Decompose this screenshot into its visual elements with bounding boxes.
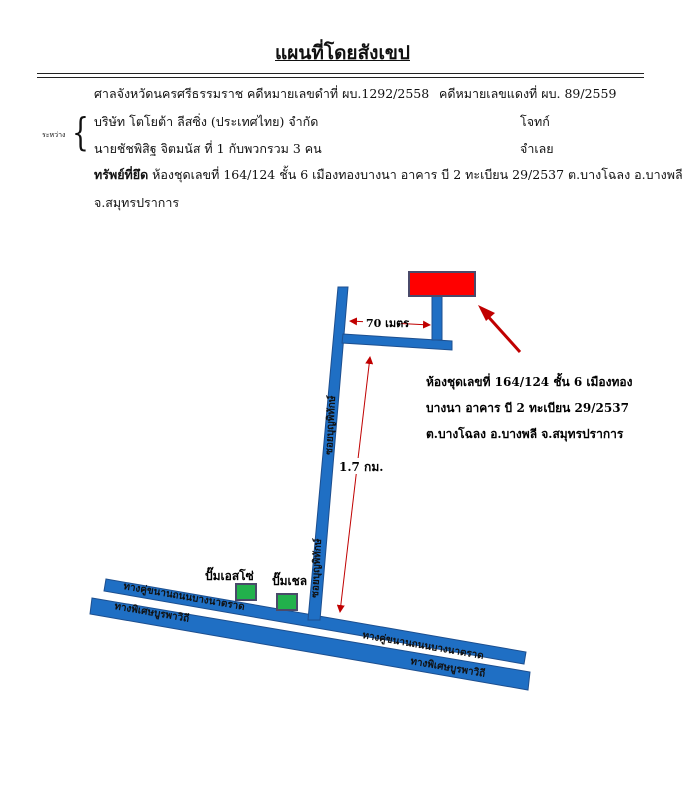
property-description: ห้องชุดเลขที่ 164/124 ชั้น 6 เมืองทองบาง…: [148, 167, 683, 182]
plaintiff-name: บริษัท โตโยต้า ลีสซิ่ง (ประเทศไทย) จำกัด: [94, 114, 319, 129]
header-rule-top: [37, 73, 644, 74]
callout-line-2: บางนา อาคาร บี 2 ทะเบียน 29/2537: [426, 401, 629, 415]
callout-line-1: ห้องชุดเลขที่ 164/124 ชั้น 6 เมืองทอง: [426, 372, 633, 390]
soi-label-lower: ซอยบุญพิทักษ์: [309, 538, 324, 598]
black-case-number: คดีหมายเลขดำที่ ผบ.1292/2558: [247, 86, 430, 101]
defendant-role: จำเลย: [520, 141, 554, 156]
page-title: แผนที่โดยสังเขป: [275, 42, 410, 64]
long-distance-arrow: [336, 356, 374, 613]
header-rule-bottom: [37, 77, 644, 78]
callout-arrow: [482, 310, 522, 354]
property-line-1: ทรัพย์ที่ยึด ห้องชุดเลขที่ 164/124 ชั้น …: [94, 165, 683, 185]
expressway-road: [89, 597, 531, 691]
brace-icon: {: [72, 110, 89, 154]
callout-arrow-head-icon: [478, 305, 495, 321]
between-label: ระหว่าง: [42, 131, 66, 139]
short-distance-label: 70 เมตร: [366, 317, 409, 330]
station-esso-icon: [235, 583, 257, 601]
building-connector: [431, 295, 443, 341]
short-distance-label-bg: [363, 315, 401, 329]
long-distance-label: 1.7 กม.: [339, 460, 383, 474]
defendant-name: นายชัชพิสิฐ จิตมนัส ที่ 1 กับพวกรวม 3 คน: [94, 141, 322, 156]
condo-building: [408, 271, 476, 297]
branch-road: [341, 333, 453, 351]
property-line-2: จ.สมุทรปราการ: [94, 195, 180, 210]
long-distance-label-bg: [337, 458, 377, 474]
station-esso-label: ปั๊มเอสโซ่: [205, 566, 254, 583]
plaintiff-role: โจทก์: [520, 114, 550, 129]
property-label: ทรัพย์ที่ยึด: [94, 167, 149, 182]
soi-label-upper: ซอยบุญพิทักษ์: [323, 395, 338, 455]
court-name: ศาลจังหวัดนครศรีธรรมราช: [94, 86, 244, 101]
red-case-number: คดีหมายเลขแดงที่ ผบ. 89/2559: [439, 86, 617, 101]
station-shell-label: ปั๊มเชล: [272, 571, 307, 588]
frontage-road: [103, 578, 527, 665]
station-shell-icon: [276, 593, 298, 611]
callout-line-3: ต.บางโฉลง อ.บางพลี จ.สมุทรปราการ: [426, 426, 624, 442]
